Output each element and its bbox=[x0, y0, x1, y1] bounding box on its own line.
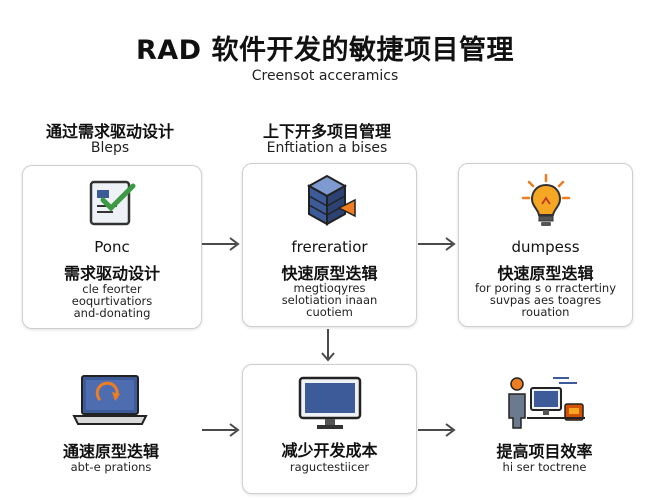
card-desc-line: megtioqyres bbox=[293, 281, 366, 295]
card-desc-line: eoqurtivatiors bbox=[71, 294, 153, 308]
bottom-label-sub: abt-e prations bbox=[70, 460, 152, 474]
card-desc-line: cle feorter bbox=[82, 282, 142, 296]
card-label-zh: 需求驱动设计 bbox=[63, 264, 160, 283]
card-label-en: Ponc bbox=[94, 238, 130, 256]
card-desc-line: rouation bbox=[521, 305, 570, 319]
card-label-en: frereratior bbox=[291, 238, 368, 256]
arrow-right-icon bbox=[418, 423, 456, 437]
page-subtitle: Creensot acceramics bbox=[251, 68, 399, 84]
monitor-icon bbox=[298, 376, 362, 429]
arrow-right-icon bbox=[418, 237, 456, 251]
card-desc-line: selotiation inaan bbox=[281, 293, 378, 307]
card-label-zh: 减少开发成本 bbox=[281, 441, 378, 460]
card-desc-line: for poring s o rractertiny bbox=[474, 281, 617, 295]
bottom-label-zh: 提高项目效率 bbox=[496, 442, 593, 461]
arrow-right-icon bbox=[202, 423, 240, 437]
arrow-right-icon bbox=[202, 237, 240, 251]
card-desc-line: cuotiem bbox=[306, 305, 353, 319]
card-requirements: Ponc 需求驱动设计 cle feorter eoqurtivatiors a… bbox=[22, 165, 202, 329]
card-label-zh: 快速原型迭辑 bbox=[497, 264, 594, 283]
column-heading-2: 上下开多项目管理 bbox=[262, 122, 391, 141]
card-lightbulb: dumpess 快速原型迭辑 for poring s o rractertin… bbox=[458, 163, 633, 327]
card-reduce-cost: 减少开发成本 raguctestiicer bbox=[242, 364, 417, 494]
document-check-icon bbox=[89, 180, 136, 226]
column-heading-1: 通过需求驱动设计 bbox=[45, 122, 174, 141]
cube-stack-icon bbox=[306, 174, 356, 226]
bottom-label-zh: 通速原型迭辑 bbox=[62, 442, 159, 461]
card-label-zh: 快速原型迭辑 bbox=[281, 264, 378, 283]
column-subheading-1: Bleps bbox=[90, 140, 130, 156]
bottom-label-sub: hi ser toctrene bbox=[502, 460, 587, 474]
laptop-refresh-icon bbox=[72, 375, 148, 425]
team-workstation-icon bbox=[508, 377, 585, 429]
column-subheading-2: Enftiation a bises bbox=[266, 140, 388, 156]
card-rapid-prototype: frereratior 快速原型迭辑 megtioqyres selotiati… bbox=[242, 163, 417, 327]
arrow-down-icon bbox=[321, 329, 335, 362]
page-title: RAD 软件开发的敏捷项目管理 bbox=[136, 35, 514, 66]
card-desc-line: raguctestiicer bbox=[289, 460, 370, 474]
lightbulb-icon bbox=[521, 174, 571, 226]
card-desc-line: and-donating bbox=[73, 306, 151, 320]
card-desc-line: suvpas aes toagres bbox=[489, 293, 602, 307]
card-label-en: dumpess bbox=[511, 238, 580, 256]
